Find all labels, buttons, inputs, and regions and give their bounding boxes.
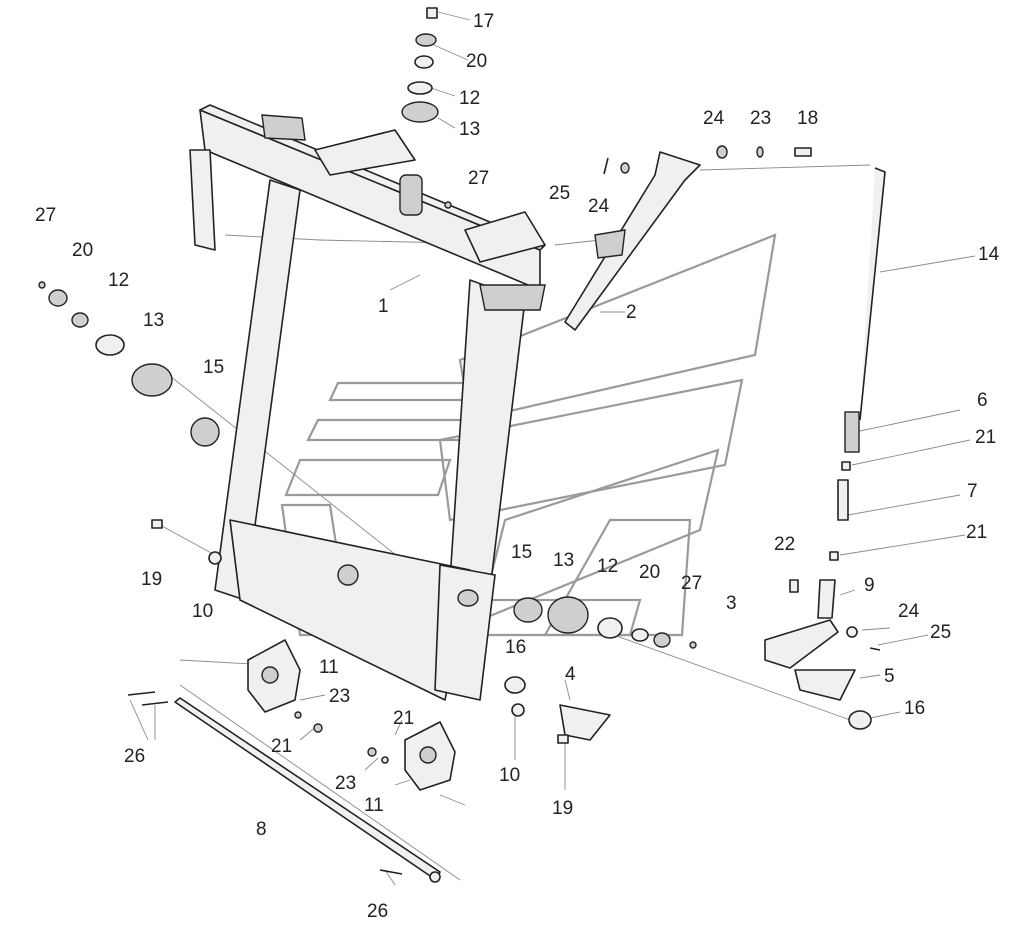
callout-4: 4 xyxy=(565,664,576,685)
callout-27: 27 xyxy=(468,168,489,189)
callout-12: 12 xyxy=(459,88,480,109)
callout-13: 13 xyxy=(143,310,164,331)
callout-5: 5 xyxy=(884,666,895,687)
callout-27: 27 xyxy=(35,205,56,226)
callout-24: 24 xyxy=(703,108,725,129)
callout-26: 26 xyxy=(367,901,388,922)
callout-24: 24 xyxy=(588,196,610,217)
brackets-and-shaft xyxy=(127,639,456,883)
right-hardware xyxy=(764,411,881,730)
callout-11: 11 xyxy=(364,795,384,816)
callout-12: 12 xyxy=(597,556,618,577)
callout-21: 21 xyxy=(271,736,292,757)
callout-18: 18 xyxy=(797,108,818,129)
callout-15: 15 xyxy=(511,542,532,563)
callout-25: 25 xyxy=(549,183,570,204)
callout-21: 21 xyxy=(966,522,987,543)
callout-21: 21 xyxy=(393,708,414,729)
callout-13: 13 xyxy=(553,550,574,571)
callout-19: 19 xyxy=(141,569,162,590)
callout-11: 11 xyxy=(319,657,339,678)
callout-16: 16 xyxy=(904,698,925,719)
callout-15: 15 xyxy=(203,357,224,378)
callout-24: 24 xyxy=(898,601,920,622)
callout-26: 26 xyxy=(124,746,145,767)
callout-23: 23 xyxy=(335,773,356,794)
callout-22: 22 xyxy=(774,534,795,555)
callout-labels: 17 20 12 13 24 23 18 27 25 24 14 27 20 1… xyxy=(35,11,1000,922)
callout-20: 20 xyxy=(466,51,487,72)
callout-2: 2 xyxy=(626,302,637,323)
callout-21: 21 xyxy=(975,427,996,448)
callout-20: 20 xyxy=(639,562,660,583)
callout-10: 10 xyxy=(499,765,520,786)
callout-14: 14 xyxy=(978,244,1000,265)
callout-23: 23 xyxy=(329,686,350,707)
callout-19: 19 xyxy=(552,798,573,819)
callout-16: 16 xyxy=(505,637,526,658)
callout-20: 20 xyxy=(72,240,93,261)
callout-27: 27 xyxy=(681,573,702,594)
lever-2 xyxy=(564,151,701,331)
main-frame xyxy=(189,104,546,701)
callout-3: 3 xyxy=(726,593,737,614)
watermark-logo xyxy=(280,233,777,637)
callout-12: 12 xyxy=(108,270,129,291)
callout-7: 7 xyxy=(967,481,978,502)
callout-6: 6 xyxy=(977,390,988,411)
top-hardware xyxy=(401,7,812,209)
callout-25: 25 xyxy=(930,622,951,643)
left-hardware xyxy=(38,281,222,565)
callout-10: 10 xyxy=(192,601,213,622)
callout-23: 23 xyxy=(750,108,771,129)
callout-13: 13 xyxy=(459,119,480,140)
center-hardware xyxy=(457,589,697,744)
callout-17: 17 xyxy=(473,11,494,32)
rod-14 xyxy=(857,167,886,422)
callout-8: 8 xyxy=(256,819,267,840)
callout-9: 9 xyxy=(864,575,875,596)
callout-1: 1 xyxy=(378,296,389,317)
